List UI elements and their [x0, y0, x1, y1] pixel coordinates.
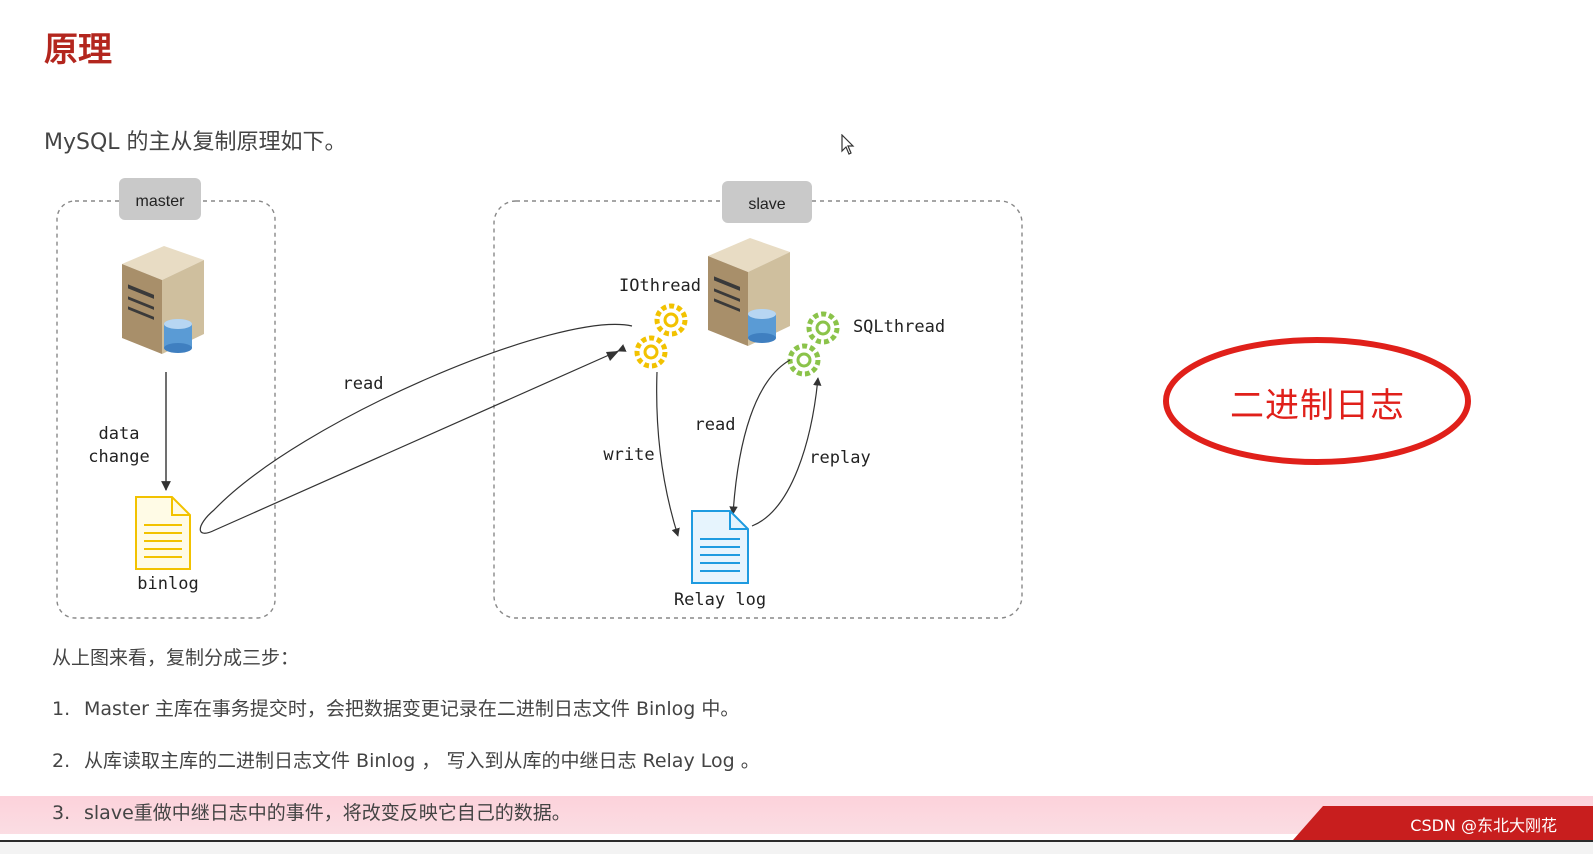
slave-tag: slave [722, 181, 812, 223]
step-text: slave重做中继日志中的事件，将改变反映它自己的数据。 [84, 802, 571, 824]
relay-log-label: Relay log [674, 590, 766, 610]
slave-server-icon [708, 238, 790, 346]
sqlthread-gear-icon [787, 311, 840, 377]
sqlthread-label: SQLthread [853, 317, 945, 337]
binlog-file-icon [135, 496, 191, 570]
step-text: 从库读取主库的二进制日志文件 Binlog ， 写入到从库的中继日志 Relay… [84, 750, 760, 772]
corner-banner [1293, 806, 1593, 840]
steps-heading: 从上图来看，复制分成三步： [52, 647, 300, 669]
read-loop-path [199, 323, 633, 534]
bottom-strip [0, 842, 1593, 854]
step-number: 1. [52, 698, 71, 720]
step-number: 2. [52, 750, 71, 772]
binlog-label: binlog [137, 574, 198, 594]
iothread-label: IOthread [619, 276, 701, 296]
svg-text:master: master [136, 193, 186, 210]
data-change-label-2: change [88, 447, 149, 467]
read-arrowhead [606, 351, 619, 361]
master-server-icon [122, 246, 204, 354]
step-item: 3. slave重做中继日志中的事件，将改变反映它自己的数据。 [52, 798, 571, 825]
replay-label: replay [809, 448, 870, 468]
highlight-ellipse [1163, 337, 1471, 465]
write-arrow [656, 371, 680, 537]
iothread-gear-icon [634, 303, 688, 369]
read-master-label: read [343, 374, 384, 394]
replay-arrow [751, 377, 822, 527]
step-item: 1. Master 主库在事务提交时，会把数据变更记录在二进制日志文件 Binlo… [52, 694, 739, 721]
mouse-cursor-icon [841, 134, 855, 155]
data-change-label-1: data [99, 424, 140, 444]
step-item: 2. 从库读取主库的二进制日志文件 Binlog ， 写入到从库的中继日志 Rel… [52, 746, 760, 773]
bottom-divider [0, 840, 1593, 842]
page-title: 原理 [44, 30, 112, 70]
relay-log-file-icon [691, 510, 749, 584]
intro-text: MySQL 的主从复制原理如下。 [44, 130, 347, 155]
read-slave-label: read [695, 415, 736, 435]
step-number: 3. [52, 802, 71, 824]
svg-text:slave: slave [748, 196, 785, 213]
read-slave-arrow [729, 359, 791, 515]
replication-diagram: master slave data change [56, 178, 1471, 619]
write-label: write [603, 445, 654, 465]
csdn-watermark: CSDN @东北大刚花 [1410, 816, 1557, 835]
master-tag: master [119, 178, 201, 220]
binary-log-highlight: 二进制日志 [1230, 386, 1405, 426]
step-text: Master 主库在事务提交时，会把数据变更记录在二进制日志文件 Binlog … [84, 698, 740, 720]
